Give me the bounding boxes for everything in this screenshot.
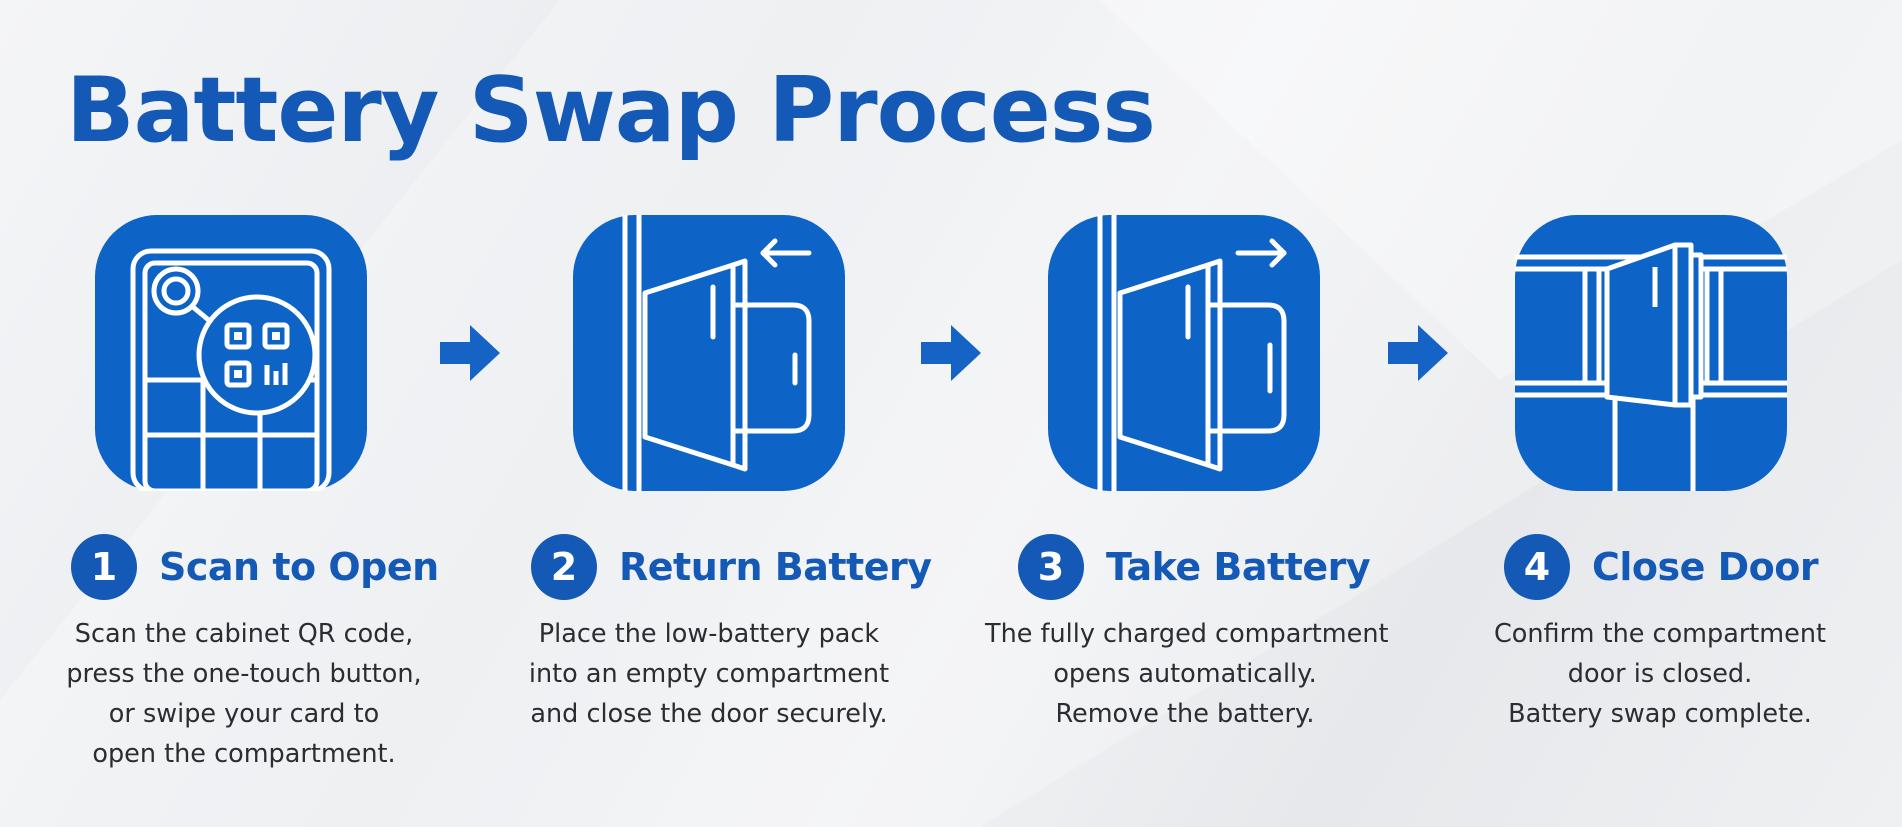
step-1-header: 1 Scan to Open [71,534,439,600]
step-3-description: The fully charged compartment opens auto… [985,614,1389,734]
step-2-description: Place the low-battery pack into an empty… [509,614,909,734]
description-line: Scan the cabinet QR code, [74,619,414,649]
description-line: and close the door securely. [530,699,888,729]
step-title: Return Battery [619,545,932,589]
description-line: into an empty compartment [528,659,890,689]
description-line: door is closed. [1567,659,1753,689]
page-title: Battery Swap Process [66,58,1156,163]
description-line: press the one-touch button, [66,659,422,689]
battery-insert-icon [573,215,845,491]
description-line: or swipe your card to [108,699,380,729]
description-line: Remove the battery. [1055,699,1315,729]
battery-remove-icon [1048,215,1320,491]
step-4-header: 4 Close Door [1504,534,1819,600]
step-title: Close Door [1592,545,1819,589]
step-number-badge: 2 [531,534,597,600]
description-line: Battery swap complete. [1508,699,1812,729]
step-number-badge: 4 [1504,534,1570,600]
description-line: open the compartment. [92,739,396,769]
arrow-right-icon [921,325,981,381]
description-line: Confirm the compartment [1493,619,1826,649]
arrow-right-icon [1388,325,1448,381]
description-line: Place the low-battery pack [538,619,880,649]
step-2-header: 2 Return Battery [531,534,932,600]
description-line: The fully charged compartment [985,619,1389,649]
description-line: opens automatically. [1053,659,1317,689]
step-number-badge: 3 [1018,534,1084,600]
step-number-badge: 1 [71,534,137,600]
step-title: Scan to Open [159,545,439,589]
qr-scan-cabinet-icon [95,215,367,491]
door-close-icon [1515,215,1787,491]
step-1-description: Scan the cabinet QR code, press the one-… [44,614,444,774]
step-3-header: 3 Take Battery [1018,534,1371,600]
step-title: Take Battery [1106,545,1371,589]
arrow-right-icon [440,325,500,381]
step-4-description: Confirm the compartment door is closed. … [1460,614,1860,734]
